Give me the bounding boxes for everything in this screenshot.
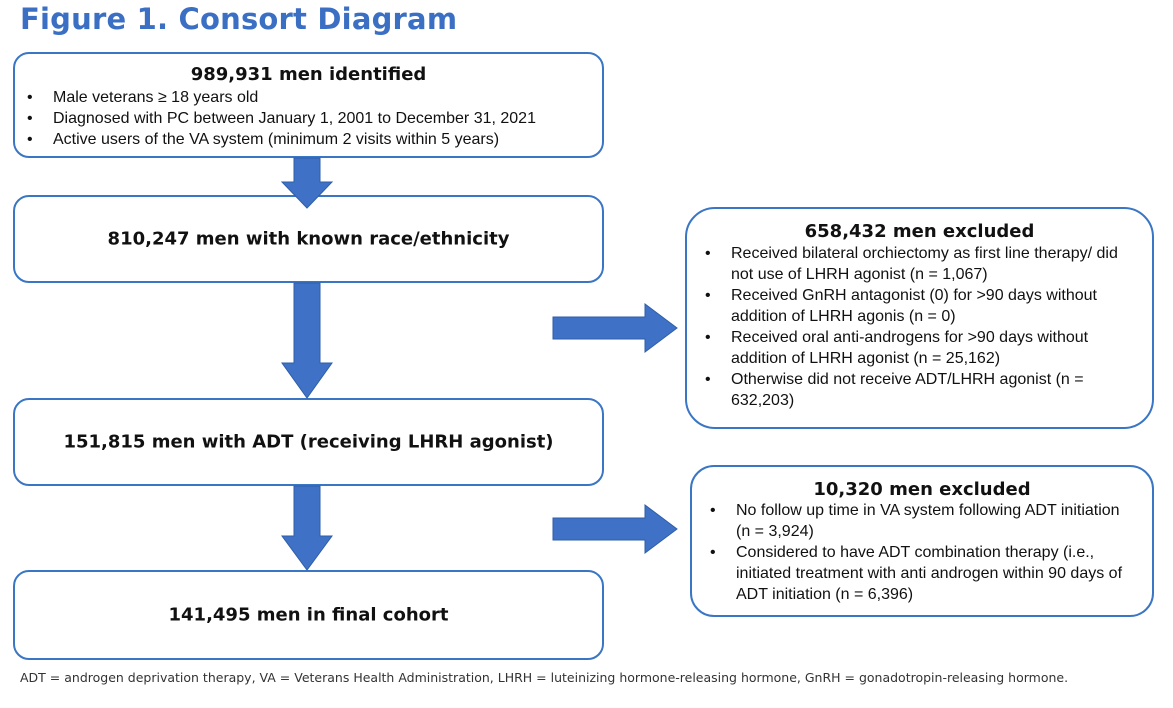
excluded-2-list: No follow up time in VA system following… — [692, 500, 1152, 605]
figure-title: Figure 1. Consort Diagram — [20, 2, 458, 36]
criteria-item: Active users of the VA system (minimum 2… — [15, 129, 602, 150]
with-adt-box: 151,815 men with ADT (receiving LHRH ago… — [13, 398, 604, 486]
excluded-box-1: 658,432 men excluded Received bilateral … — [685, 207, 1154, 429]
right-arrow-1 — [552, 303, 678, 353]
exclusion-item: Received bilateral orchiectomy as first … — [687, 243, 1132, 285]
with-adt-label: 151,815 men with ADT (receiving LHRH ago… — [63, 431, 554, 453]
known-race-box: 810,247 men with known race/ethnicity — [13, 195, 604, 283]
down-arrow-2 — [281, 282, 333, 399]
down-arrow-3 — [281, 485, 333, 571]
exclusion-item: No follow up time in VA system following… — [692, 500, 1138, 542]
excluded-box-2: 10,320 men excluded No follow up time in… — [690, 465, 1154, 617]
known-race-label: 810,247 men with known race/ethnicity — [107, 228, 510, 250]
exclusion-item: Considered to have ADT combination thera… — [692, 542, 1138, 605]
identified-criteria-list: Male veterans ≥ 18 years old Diagnosed w… — [15, 87, 602, 150]
criteria-item: Diagnosed with PC between January 1, 200… — [15, 108, 602, 129]
identified-box: 989,931 men identified Male veterans ≥ 1… — [13, 52, 604, 158]
down-arrow-1 — [280, 157, 334, 209]
excluded-1-list: Received bilateral orchiectomy as first … — [687, 243, 1152, 411]
excluded-1-heading: 658,432 men excluded — [804, 221, 1035, 242]
criteria-item: Male veterans ≥ 18 years old — [15, 87, 602, 108]
exclusion-item: Received GnRH antagonist (0) for >90 day… — [687, 285, 1132, 327]
excluded-2-heading: 10,320 men excluded — [813, 479, 1031, 500]
final-cohort-box: 141,495 men in final cohort — [13, 570, 604, 660]
exclusion-item: Received oral anti-androgens for >90 day… — [687, 327, 1132, 369]
right-arrow-2 — [552, 504, 678, 554]
final-cohort-label: 141,495 men in final cohort — [168, 604, 449, 626]
identified-heading: 989,931 men identified — [190, 64, 427, 85]
exclusion-item: Otherwise did not receive ADT/LHRH agoni… — [687, 369, 1132, 411]
footnote: ADT = androgen deprivation therapy, VA =… — [20, 670, 1069, 685]
